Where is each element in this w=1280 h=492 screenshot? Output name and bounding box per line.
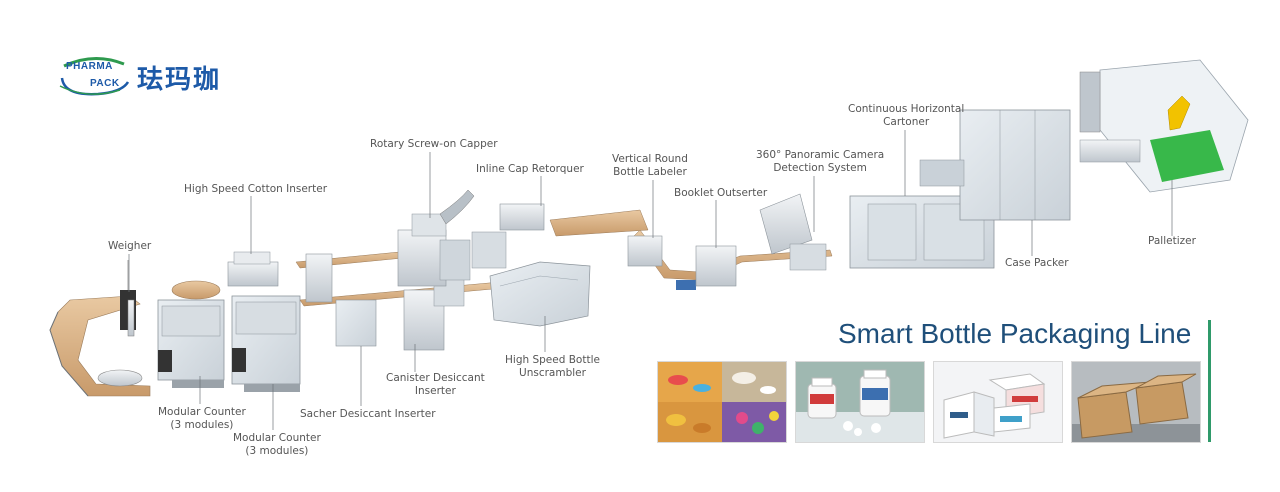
label-sachet-inserter: Sacher Desiccant Inserter: [300, 408, 436, 420]
label-horizontal-cartoner: Continuous Horizontal Cartoner: [848, 103, 965, 128]
label-cap-retorquer: Inline Cap Retorquer: [476, 163, 584, 175]
pills-collage-image: [657, 361, 787, 443]
accent-bar: [1208, 320, 1211, 442]
label-booklet-outserter: Booklet Outserter: [674, 187, 768, 199]
weigher-machine: [120, 260, 136, 337]
logo-chinese-name: 珐玛珈: [137, 65, 222, 95]
logo-badge-icon: [59, 57, 130, 96]
label-screw-capper: Rotary Screw-on Capper: [370, 138, 498, 150]
camera-detection-system: [759, 193, 827, 271]
cartons-image: [933, 361, 1063, 443]
booklet-outserter: [695, 245, 737, 287]
logo-text-pack: PACK: [90, 78, 120, 89]
label-case-packer: Case Packer: [1005, 257, 1069, 269]
label-modular-counter-b: Modular Counter (3 modules): [233, 432, 321, 457]
bottle-unscrambler: [489, 261, 591, 327]
label-modular-counter-a: Modular Counter (3 modules): [158, 406, 246, 431]
label-palletizer: Palletizer: [1148, 235, 1196, 247]
modular-counter-a: [157, 299, 225, 388]
label-cotton-inserter: High Speed Cotton Inserter: [184, 183, 328, 195]
case-packer: [919, 109, 1071, 221]
rotary-screw-capper: [397, 189, 475, 287]
round-bottle-labeler: [627, 235, 696, 290]
label-canister-inserter: Canister Desiccant Inserter: [386, 372, 485, 397]
sachet-desiccant-inserter: [305, 253, 377, 347]
label-round-labeler: Vertical Round Bottle Labeler: [612, 153, 688, 178]
palletizer: [1079, 59, 1249, 193]
headline-title: Smart Bottle Packaging Line: [838, 318, 1192, 349]
leader-lines: [128, 130, 1173, 430]
shipping-cases-image: [1071, 361, 1201, 443]
cotton-inserter-machine: [227, 251, 279, 287]
inline-cap-retorquer: [471, 203, 545, 269]
label-weigher: Weigher: [108, 240, 152, 252]
logo-text-pharma: PHARMA: [66, 61, 113, 72]
canister-desiccant-inserter: [403, 277, 465, 351]
modular-counter-b: [231, 295, 301, 392]
label-camera-detection: 360° Panoramic Camera Detection System: [756, 149, 885, 174]
infeed-conveyor-loop: [49, 280, 221, 397]
medicine-bottles-image: [795, 361, 925, 443]
label-bottle-unscrambler: High Speed Bottle Unscrambler: [505, 354, 600, 379]
